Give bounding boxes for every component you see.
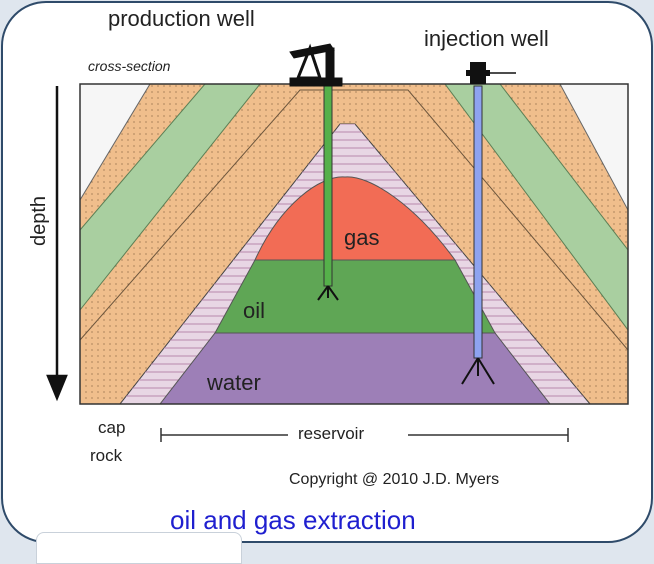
injection-wellhead-icon bbox=[466, 62, 516, 84]
cap-label: cap bbox=[98, 418, 126, 437]
injection-well-pipe bbox=[473, 85, 483, 359]
production-well-pipe bbox=[323, 85, 333, 287]
depth-label: depth bbox=[28, 195, 50, 246]
reservoir-label: reservoir bbox=[298, 424, 365, 443]
oil-label: oil bbox=[243, 298, 266, 323]
gas-label: gas bbox=[344, 225, 380, 250]
rock-label: rock bbox=[90, 446, 123, 465]
copyright-text: Copyright @ 2010 J.D. Myers bbox=[289, 471, 500, 488]
reservoir-bracket bbox=[160, 428, 569, 442]
depth-arrow bbox=[46, 86, 68, 402]
bottom-tab[interactable] bbox=[36, 532, 242, 564]
conglomerate-right bbox=[559, 84, 628, 211]
injection-flow-arrows bbox=[461, 357, 495, 385]
pumpjack-icon bbox=[289, 43, 343, 87]
caption-title: oil and gas extraction bbox=[170, 505, 416, 535]
water-label: water bbox=[207, 370, 261, 395]
conglomerate-left bbox=[80, 84, 151, 201]
shale-layer bbox=[80, 84, 628, 331]
injection-well-label: injection well bbox=[424, 26, 549, 51]
cross-section-label: cross-section bbox=[88, 58, 171, 74]
production-flow-arrows bbox=[317, 285, 339, 301]
production-well-label: production well bbox=[108, 6, 255, 31]
gas-zone bbox=[254, 176, 456, 261]
